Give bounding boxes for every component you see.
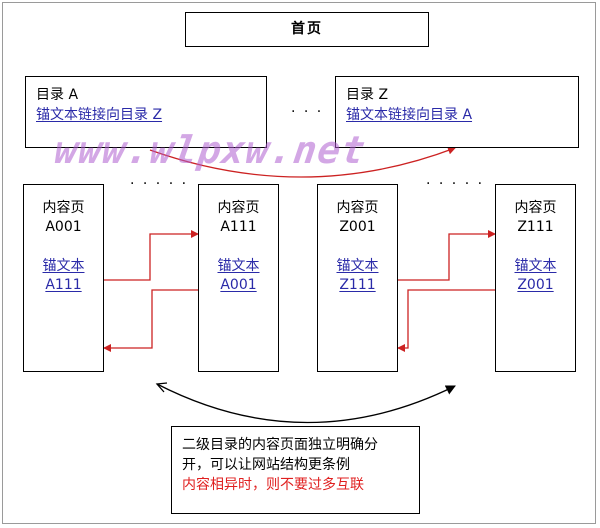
anchor-target-link[interactable]: A001 xyxy=(220,277,257,293)
anchor-text-link[interactable]: 锚文本 xyxy=(42,258,85,274)
directory-a-title: 目录 A xyxy=(36,87,79,103)
content-page-z111: 内容页 Z111 锚文本 Z001 xyxy=(495,184,576,372)
arc-dir-a-to-dir-z xyxy=(149,146,456,178)
content-page-a111: 内容页 A111 锚文本 A001 xyxy=(198,184,279,372)
content-code: Z111 xyxy=(517,219,554,235)
anchor-text-link[interactable]: 锚文本 xyxy=(514,258,557,274)
content-page-a001: 内容页 A001 锚文本 A111 xyxy=(23,184,104,372)
home-page-box: 首页 xyxy=(185,12,429,47)
note-line-1: 二级目录的内容页面独立明确分 xyxy=(182,437,378,453)
directory-z-anchor-link[interactable]: 锚文本链接向目录 A xyxy=(346,107,473,123)
note-box: 二级目录的内容页面独立明确分 开，可以让网站结构更条例 内容相异时，则不要过多互… xyxy=(171,426,420,514)
ellipsis-left: · · · · · xyxy=(130,176,189,192)
anchor-target-link[interactable]: Z001 xyxy=(517,277,554,293)
content-code: Z001 xyxy=(339,219,376,235)
site-watermark: www.wlpxw.net xyxy=(51,128,369,172)
ellipsis-top: · · · xyxy=(291,104,324,120)
directory-a-anchor-link[interactable]: 锚文本链接向目录 Z xyxy=(36,107,163,123)
directory-a-box: 目录 A 锚文本链接向目录 Z xyxy=(25,76,267,148)
note-line-3-warning: 内容相异时，则不要过多互联 xyxy=(182,477,364,493)
anchor-target-link[interactable]: Z111 xyxy=(339,277,376,293)
ellipsis-right: · · · · · xyxy=(426,176,485,192)
directory-z-box: 目录 Z 锚文本链接向目录 A xyxy=(335,76,579,148)
anchor-text-link[interactable]: 锚文本 xyxy=(217,258,260,274)
anchor-target-link[interactable]: A111 xyxy=(45,277,82,293)
directory-z-title: 目录 Z xyxy=(346,87,389,103)
arc-start-head xyxy=(155,382,168,393)
content-heading: 内容页 xyxy=(514,200,557,216)
content-code: A111 xyxy=(220,219,257,235)
arrow-a111-to-a001 xyxy=(103,289,198,352)
arrow-a001-to-a111 xyxy=(104,230,199,281)
arc-a-section-to-z-section xyxy=(156,383,456,424)
arrow-z001-to-z111 xyxy=(398,230,496,281)
note-line-2: 开，可以让网站结构更条例 xyxy=(182,457,350,473)
content-heading: 内容页 xyxy=(217,200,260,216)
content-heading: 内容页 xyxy=(42,200,85,216)
home-label: 首页 xyxy=(291,21,323,37)
content-page-z001: 内容页 Z001 锚文本 Z111 xyxy=(317,184,398,372)
arrow-z111-to-z001 xyxy=(397,289,495,352)
content-heading: 内容页 xyxy=(336,200,379,216)
anchor-text-link[interactable]: 锚文本 xyxy=(336,258,379,274)
content-code: A001 xyxy=(45,219,82,235)
